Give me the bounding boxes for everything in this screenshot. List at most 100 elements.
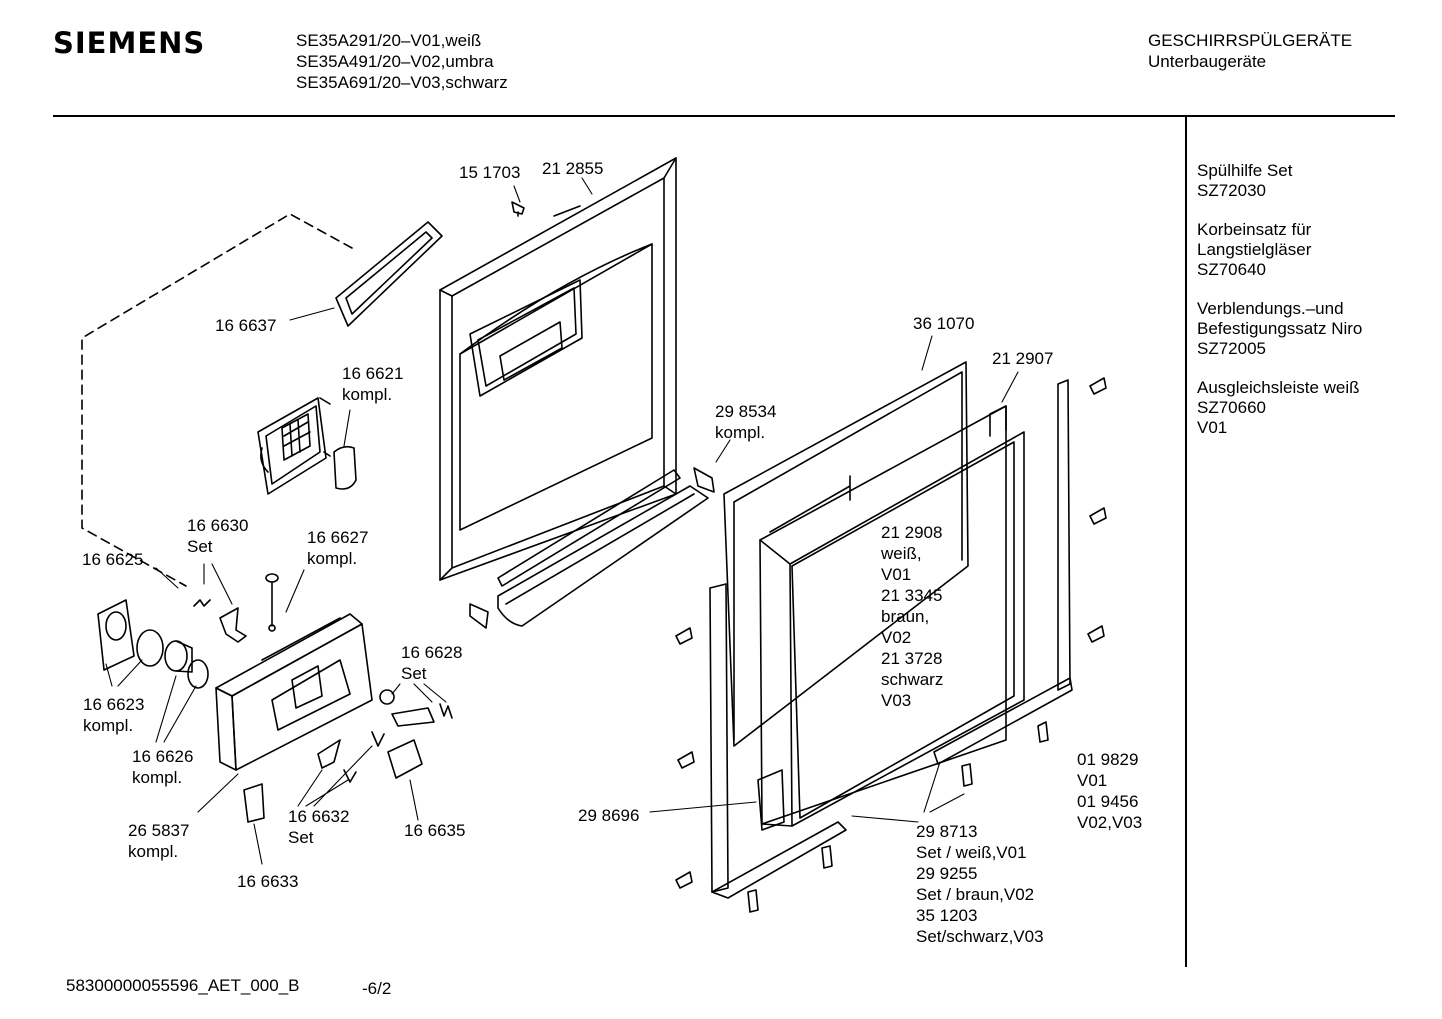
part-note: braun, bbox=[881, 607, 930, 626]
part-number: 35 1203 bbox=[916, 906, 978, 925]
accessory-list: Spülhilfe Set SZ72030 Korbeinsatz für La… bbox=[1197, 161, 1362, 457]
part-note: kompl. bbox=[132, 768, 183, 787]
latch-lever bbox=[219, 607, 247, 643]
decor-panel bbox=[759, 405, 1025, 827]
accessory-line: SZ72030 bbox=[1197, 181, 1266, 200]
part-label: 21 2855 bbox=[542, 158, 603, 179]
part-number: 29 9255 bbox=[916, 864, 978, 883]
accessory-item: Korbeinsatz für Langstielgläser SZ70640 bbox=[1197, 220, 1362, 280]
accessory-line: Langstielgläser bbox=[1197, 240, 1312, 259]
part-number: 16 6621 bbox=[342, 364, 404, 383]
part-note: Set bbox=[187, 537, 213, 556]
part-number: 16 6632 bbox=[288, 807, 350, 826]
part-number: 29 8534 bbox=[715, 402, 777, 421]
document-code: 58300000055596_AET_000_B bbox=[66, 976, 300, 995]
part-label: 29 8534 kompl. bbox=[715, 401, 776, 443]
part-number: 21 2855 bbox=[542, 159, 604, 178]
plunger bbox=[265, 573, 279, 632]
part-number: 01 9829 bbox=[1077, 750, 1139, 769]
part-number: 16 6630 bbox=[187, 516, 249, 535]
hook bbox=[317, 739, 341, 769]
part-label: 16 6626 kompl. bbox=[132, 746, 193, 788]
seal-ring bbox=[136, 629, 164, 667]
part-note: V02 bbox=[881, 628, 912, 647]
category-title: GESCHIRRSPÜLGERÄTE bbox=[1148, 31, 1353, 50]
accessory-line: SZ70640 bbox=[1197, 260, 1266, 279]
door-bottom-strip bbox=[469, 467, 715, 629]
seal-ring bbox=[187, 659, 209, 689]
part-number: 21 3728 bbox=[881, 649, 943, 668]
accessory-line: SZ70660 bbox=[1197, 398, 1266, 417]
part-label: 16 6625 bbox=[82, 549, 143, 570]
part-label: 21 2907 bbox=[992, 348, 1053, 369]
part-note: kompl. bbox=[342, 385, 393, 404]
accessory-line: Spülhilfe Set bbox=[1197, 161, 1293, 180]
part-number: 21 3345 bbox=[881, 586, 943, 605]
clip bbox=[243, 783, 265, 823]
part-note: V03 bbox=[881, 691, 912, 710]
part-label: 16 6628 Set bbox=[401, 642, 462, 684]
part-note: schwarz bbox=[881, 670, 944, 689]
part-number: 16 6637 bbox=[215, 316, 277, 335]
part-label: 16 6632 Set bbox=[288, 806, 349, 848]
side-rail bbox=[709, 583, 847, 899]
part-note: V01 bbox=[881, 565, 912, 584]
part-number: 16 6635 bbox=[404, 821, 466, 840]
sight-glass-frame bbox=[335, 221, 443, 327]
part-note: kompl. bbox=[83, 716, 134, 735]
part-note: kompl. bbox=[715, 423, 766, 442]
part-label: 01 9829 V01 01 9456 V02,V03 bbox=[1077, 749, 1142, 833]
part-label: 29 8696 bbox=[578, 805, 639, 826]
part-note: kompl. bbox=[307, 549, 358, 568]
spring bbox=[371, 731, 385, 747]
part-number: 16 6627 bbox=[307, 528, 369, 547]
spring bbox=[439, 703, 453, 719]
part-label: 16 6621 kompl. bbox=[342, 363, 403, 405]
lever bbox=[391, 707, 435, 727]
part-note: Set bbox=[401, 664, 427, 683]
part-note: V02,V03 bbox=[1077, 813, 1143, 832]
screw bbox=[675, 377, 1107, 913]
part-label: 16 6635 bbox=[404, 820, 465, 841]
part-number: 16 6633 bbox=[237, 872, 299, 891]
part-note: Set / braun,V02 bbox=[916, 885, 1035, 904]
accessory-line: Korbeinsatz für bbox=[1197, 220, 1312, 239]
accessory-line: Befestigungssatz Niro bbox=[1197, 319, 1363, 338]
part-label: 16 6633 bbox=[237, 871, 298, 892]
siemens-logo: SIEMENS bbox=[53, 26, 206, 60]
part-number: 15 1703 bbox=[459, 163, 521, 182]
accessory-line: SZ72005 bbox=[1197, 339, 1266, 358]
part-label: 15 1703 bbox=[459, 162, 520, 183]
category-subtitle: Unterbaugeräte bbox=[1148, 52, 1267, 71]
model-list: SE35A291/20–V01,weiß SE35A491/20–V02,umb… bbox=[296, 30, 508, 93]
part-note: kompl. bbox=[128, 842, 179, 861]
inner-door-panel bbox=[439, 157, 677, 581]
accessory-line: Verblendungs.–und bbox=[1197, 299, 1344, 318]
spring bbox=[193, 599, 211, 607]
accessory-item: Verblendungs.–und Befestigungssatz Niro … bbox=[1197, 299, 1362, 359]
part-label: 36 1070 bbox=[913, 313, 974, 334]
accessory-item: Spülhilfe Set SZ72030 bbox=[1197, 161, 1362, 201]
part-note: V01 bbox=[1077, 771, 1108, 790]
front-frame bbox=[723, 361, 969, 747]
part-number: 16 6623 bbox=[83, 695, 145, 714]
screw bbox=[511, 201, 525, 217]
part-note: Set / weiß,V01 bbox=[916, 843, 1027, 862]
accessory-line: V01 bbox=[1197, 418, 1228, 437]
part-label: 16 6637 bbox=[215, 315, 276, 336]
part-number: 26 5837 bbox=[128, 821, 190, 840]
control-module bbox=[215, 613, 373, 771]
model-line: SE35A291/20–V01,weiß bbox=[296, 31, 482, 50]
part-number: 21 2908 bbox=[881, 523, 943, 542]
part-number: 16 6625 bbox=[82, 550, 144, 569]
part-number: 36 1070 bbox=[913, 314, 975, 333]
accessory-item: Ausgleichsleiste weiß SZ70660 V01 bbox=[1197, 378, 1362, 438]
part-label: 16 6630 Set bbox=[187, 515, 248, 557]
sidebar-divider bbox=[1185, 117, 1187, 967]
part-note: Set/schwarz,V03 bbox=[916, 927, 1044, 946]
ball bbox=[379, 689, 395, 705]
part-number: 16 6628 bbox=[401, 643, 463, 662]
part-number: 29 8713 bbox=[916, 822, 978, 841]
hinge-panel bbox=[257, 397, 331, 495]
spring bbox=[343, 769, 357, 783]
